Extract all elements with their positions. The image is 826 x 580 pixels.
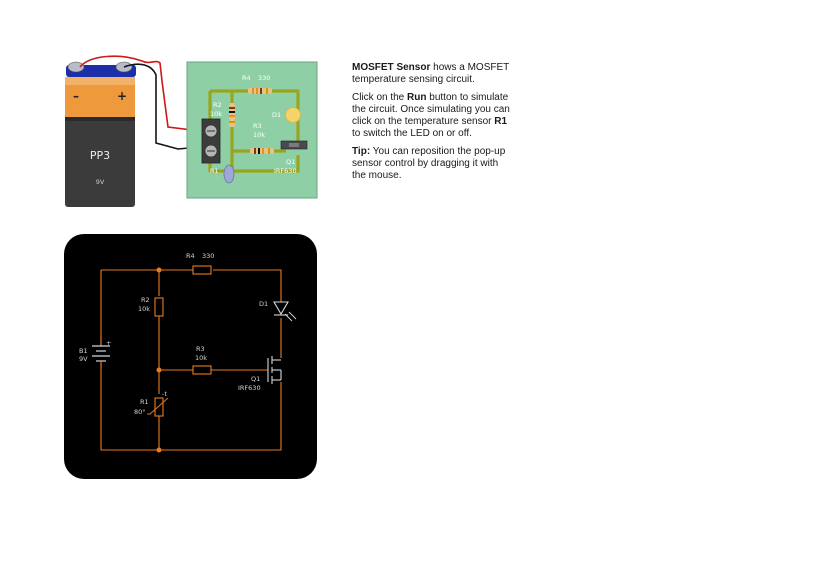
red-lead [79,55,201,132]
schematic-r3-ref: R3 [196,345,205,353]
info-tip: Tip: You can reposition the pop-up senso… [352,146,512,181]
info-title: MOSFET Sensor [352,62,431,73]
pcb-led-d1 [285,107,301,123]
info-instructions-text-1: Click on the [352,92,408,104]
info-instructions-text-3: to switch the LED on or off. [352,127,472,139]
schematic-q1-ref: Q1 [251,375,260,383]
pcb-resistor-r2 [229,103,235,127]
schematic-r3-value: 10k [195,354,207,362]
pcb-resistor-r4 [248,88,272,94]
pcb-r4-ref: R4 [242,74,251,82]
schematic-resistor-r2 [154,297,164,317]
pcb-r2-ref: R2 [213,101,222,109]
circuit-board: R4 330 R2 10k R3 10k D1 Q1 IRF630 R1 [186,61,318,199]
schematic-r1-value: 80° [134,408,146,416]
schematic-background [64,234,317,479]
pcb-illustration: – + PP3 9V [65,55,318,207]
pcb-r4-value: 330 [258,74,270,82]
pcb-r3-ref: R3 [253,122,262,130]
schematic-b1-ref: B1 [79,347,88,355]
battery-pp3: – + PP3 9V [65,61,136,207]
black-lead [123,63,201,150]
info-run-keyword: Run [407,92,427,104]
pcb-r2-value: 10k [210,110,222,118]
schematic-resistor-r3 [192,365,212,375]
battery-type-label: PP3 [90,149,110,162]
schematic-b1-value: 9V [79,355,88,363]
pcb-r3-value: 10k [253,131,265,139]
pcb-d1-ref: D1 [272,111,281,119]
info-tip-text: You can reposition the pop-up sensor con… [352,146,506,181]
schematic-r2-ref: R2 [141,296,150,304]
schematic-diagram: R4 330 R2 10k R3 10k D1 Q1 IRF630 B1 9V … [64,234,317,479]
schematic-d1-ref: D1 [259,300,268,308]
info-tip-label: Tip: [352,146,371,158]
info-intro: MOSFET Sensor hows a MOSFET temperature … [352,62,512,85]
pcb-q1-ref: Q1 [286,158,295,166]
info-title-suffix: hows a MOSFET temperature sensing circui… [352,62,510,85]
battery-plus-label: + [117,89,127,103]
schematic-b1-plus: + [106,339,111,347]
schematic-led-d1 [273,301,297,322]
schematic-mosfet-q1 [267,356,282,384]
pcb-sensor-r1[interactable] [223,164,235,184]
info-r1-keyword: R1 [494,115,508,127]
info-panel: MOSFET Sensor hows a MOSFET temperature … [352,62,512,188]
schematic-resistor-r4 [192,265,212,275]
schematic-battery-b1 [92,336,110,368]
battery-voltage-label: 9V [96,178,105,186]
schematic-r4-ref: R4 [186,252,195,260]
info-instructions-text-2: button to simulate the circuit. Once sim… [352,92,510,127]
pcb-terminal-block [201,118,221,164]
pcb-resistor-r3 [250,148,274,154]
schematic-q1-part: IRF630 [238,384,261,392]
schematic-r4-value: 330 [202,252,214,260]
pcb-r1-ref: R1 [210,167,219,175]
schematic-thermistor-r1[interactable] [147,397,169,417]
schematic-r1-ref: R1 [140,398,149,406]
info-instructions: Click on the Run button to simulate the … [352,92,512,139]
schematic-r1-symbol: -t [162,390,167,398]
pcb-q1-part: IRF630 [274,167,297,175]
battery-minus-label: – [73,89,79,103]
schematic-r2-value: 10k [138,305,150,313]
